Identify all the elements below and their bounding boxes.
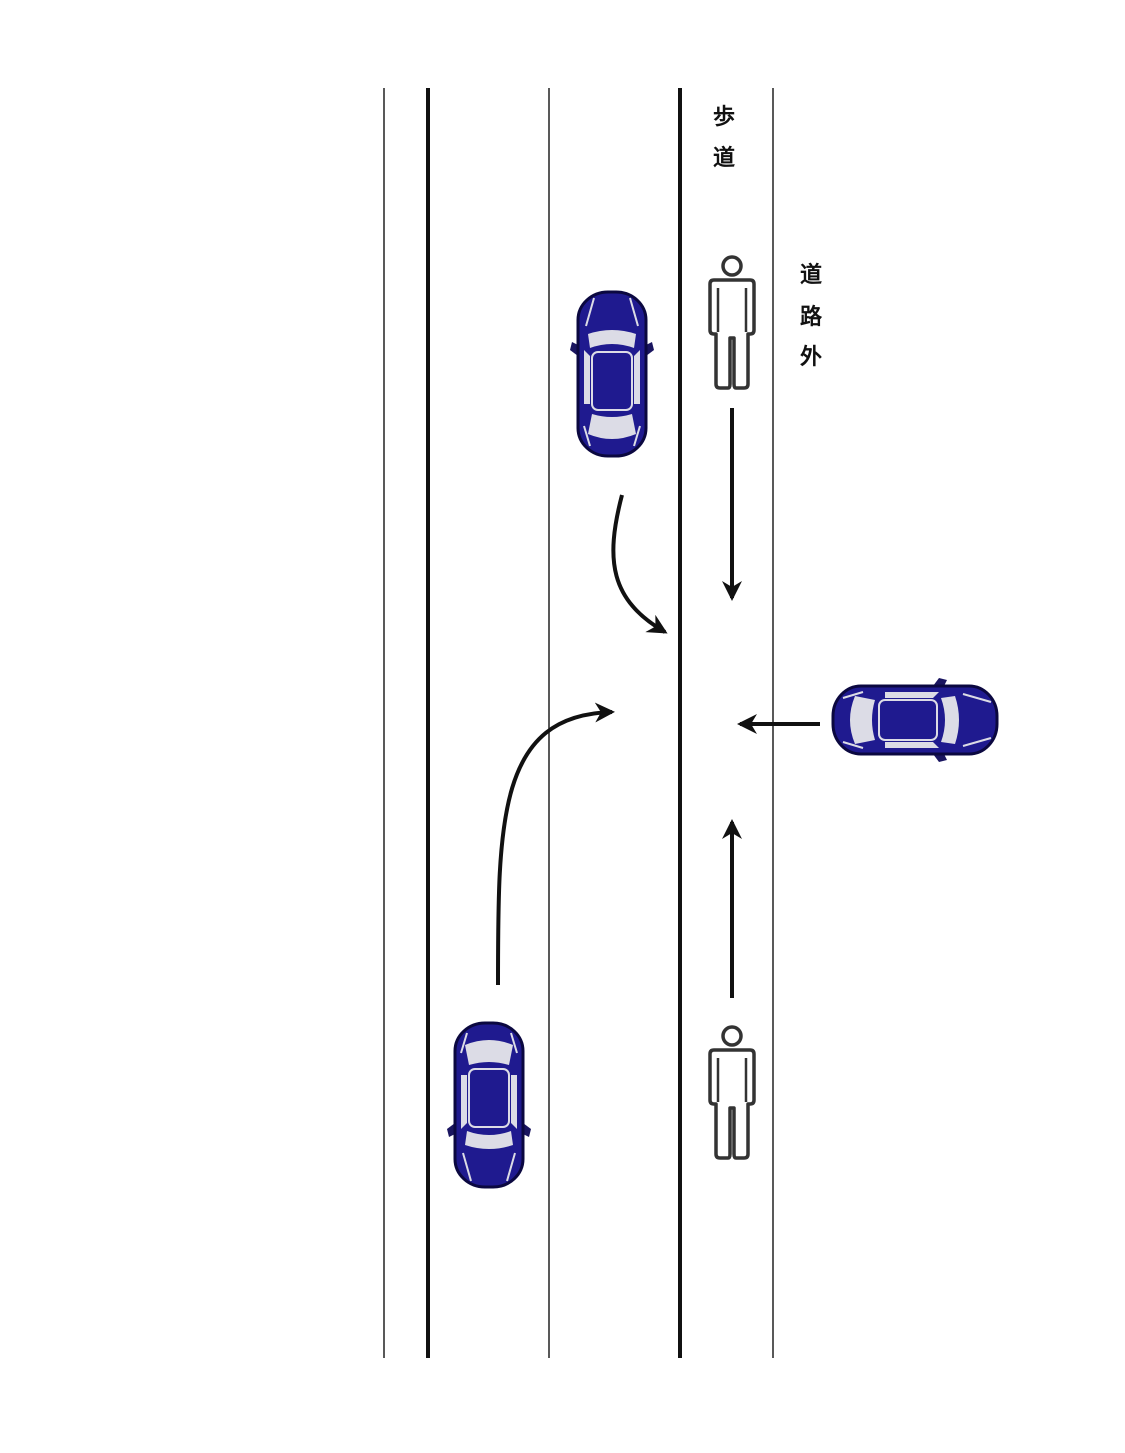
arrow-top-car-turn [611,494,668,634]
off-road-label: 道 路 外 [800,262,823,370]
arrow-bottom-car-turn [496,702,615,986]
off-road-label-char-1: 道 [800,262,822,288]
car-top-oncoming [568,290,656,458]
movement-arrows [496,408,820,998]
car-bottom [445,1021,533,1189]
sidewalk-label-char-2: 道 [713,145,735,171]
pedestrian-bottom [708,1025,756,1160]
off-road-label-char-2: 路 [800,304,823,330]
car-off-road [831,676,999,764]
pedestrian-top [708,255,756,390]
sidewalk-label: 歩 道 [713,105,735,171]
off-road-label-char-3: 外 [800,344,822,370]
sidewalk-label-char-1: 歩 [713,105,735,130]
